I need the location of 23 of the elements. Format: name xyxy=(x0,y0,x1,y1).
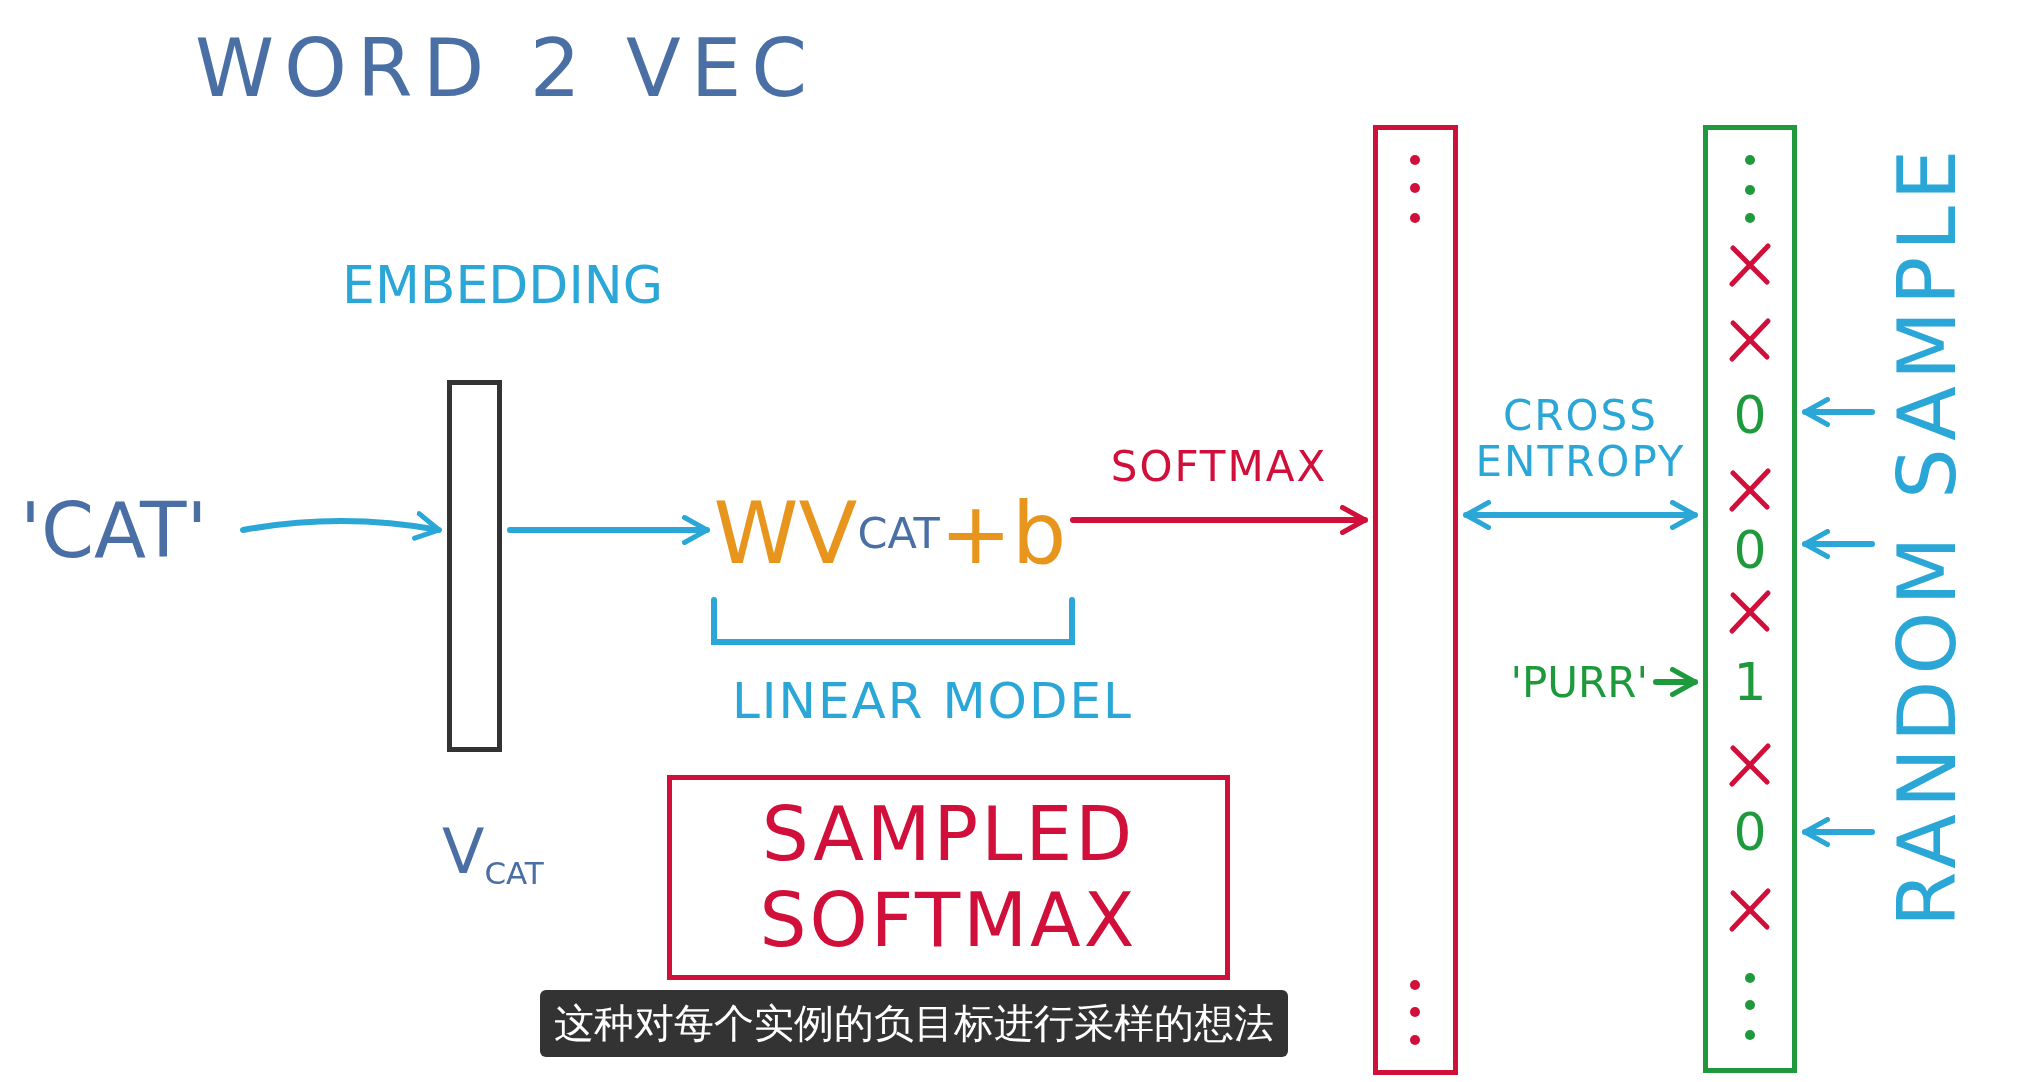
label: LINEAR MODEL xyxy=(732,672,1133,730)
arrow xyxy=(1653,667,1698,697)
word-text: 'CAT' xyxy=(20,480,235,580)
label-column xyxy=(1703,125,1797,1073)
arrow xyxy=(1802,817,1875,847)
arrow xyxy=(1070,505,1368,535)
arrow xyxy=(240,511,442,542)
arrow xyxy=(1802,397,1875,427)
word-text: 'PURR' xyxy=(1478,652,1648,712)
title: WORD 2 VEC xyxy=(195,22,818,115)
digit: 1 xyxy=(1732,651,1768,714)
title-box: SAMPLED SOFTMAX xyxy=(667,775,1230,980)
subtitle: 这种对每个实例的负目标进行采样的想法 xyxy=(540,990,1288,1057)
digit: 0 xyxy=(1732,519,1768,582)
arrow xyxy=(1802,529,1875,559)
softmax-column xyxy=(1373,125,1458,1075)
heading: EMBEDDING xyxy=(341,255,664,315)
arrow xyxy=(1463,500,1698,530)
digit: 0 xyxy=(1732,384,1768,447)
arrow xyxy=(507,515,710,545)
digit: 0 xyxy=(1732,801,1768,864)
vertical-text: RANDOM SAMPLE xyxy=(1880,150,1975,920)
vector-name: V$_{CAT}$ xyxy=(442,815,544,891)
